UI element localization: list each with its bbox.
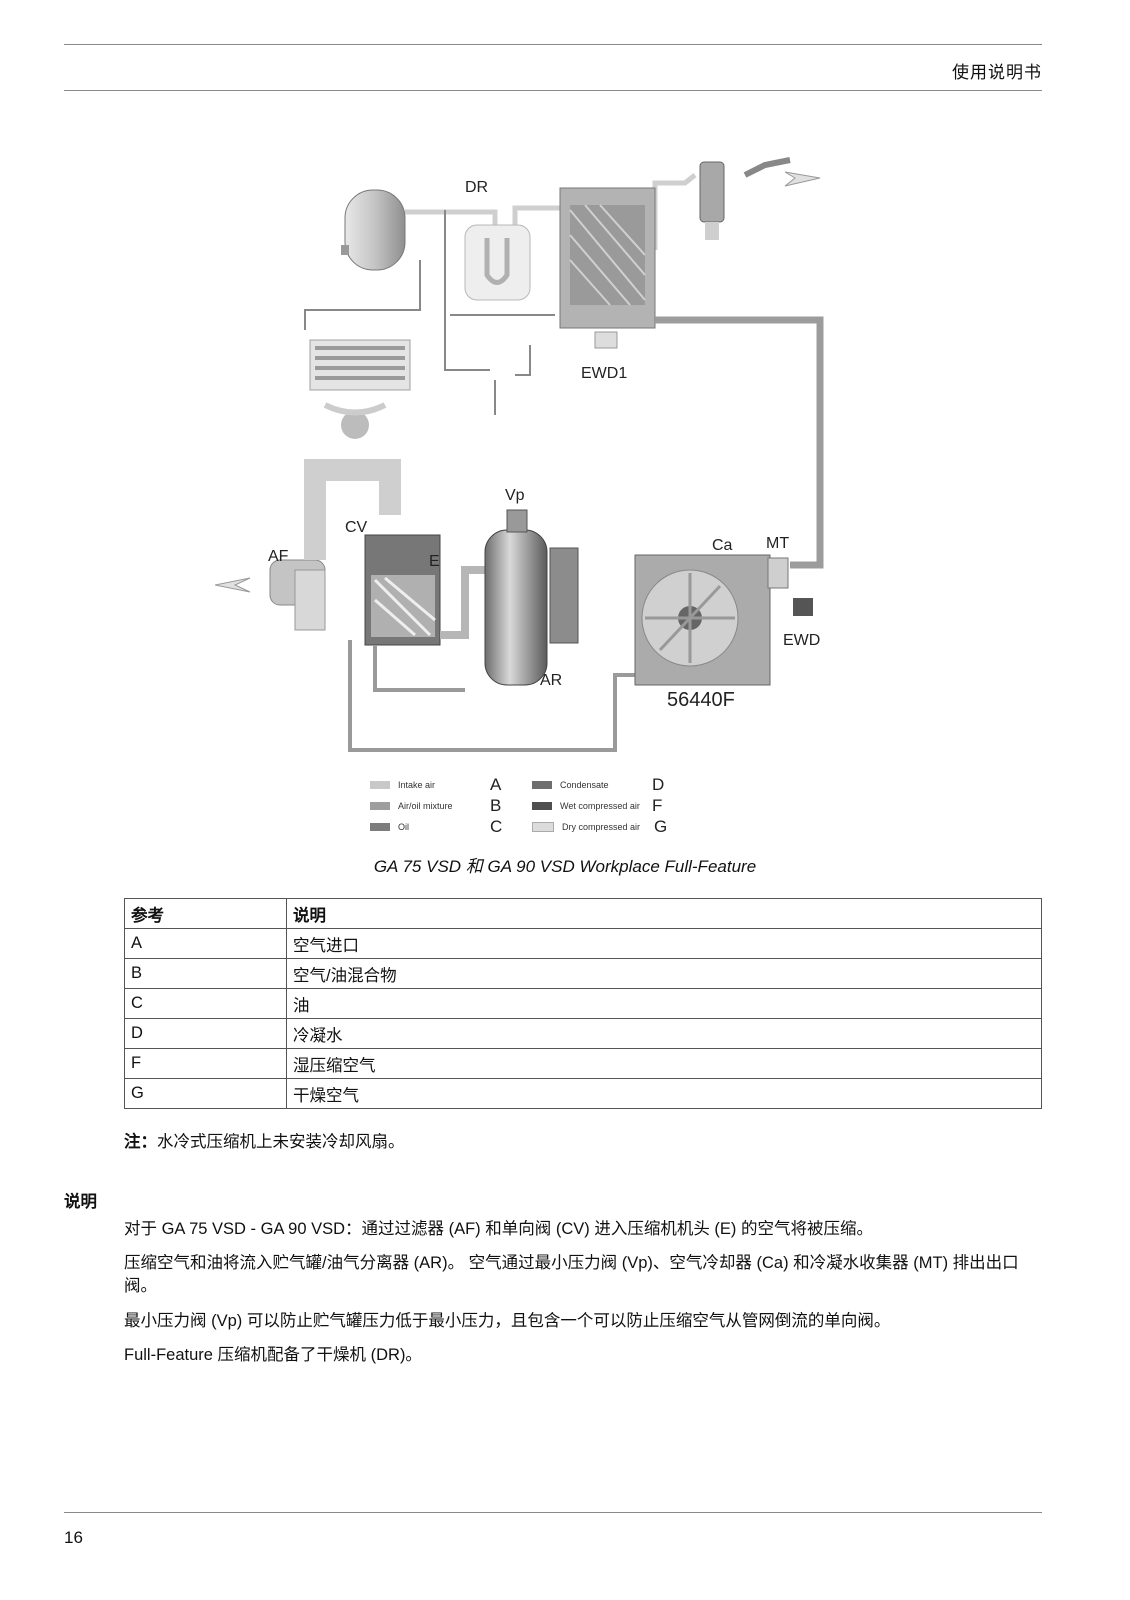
table-cell: C [124,988,287,1019]
legend-letter: F [652,796,663,815]
figure-caption: GA 75 VSD 和 GA 90 VSD Workplace Full-Fea… [373,857,757,876]
label-af: AF [268,548,289,565]
table-row: C 油 [124,988,1042,1019]
legend-swatch [532,802,552,810]
diagram-legend: Intake air A Air/oil mixture B Oil C Con… [370,775,670,837]
legend-item: Intake air A [370,775,501,795]
legend-item: Oil C [370,817,502,837]
refrigerant-condenser [309,339,411,439]
legend-text: Condensate [560,780,609,790]
table-header-row: 参考 说明 [124,898,1042,929]
legend-letter: B [490,796,502,815]
thin-flow-lines [304,210,555,415]
label-mt: MT [766,535,789,552]
table-cell: F [124,1048,287,1079]
legend-text: Oil [398,822,409,832]
legend-letter: A [490,775,502,794]
table-cell: B [124,958,287,989]
compressor-flow-diagram: DR EWD1 Vp CV AF E Ca MT EWD AR 56440F [215,157,824,752]
compressor-element [364,534,441,646]
table-cell: D [124,1018,287,1049]
dryer-unit [464,224,531,301]
legend-letter: G [654,817,668,836]
document-title: 使用说明书 [952,63,1042,82]
figure-id: 56440F [667,689,735,711]
header-top-rule [64,44,1042,45]
label-cv: CV [345,519,368,536]
intake-air-duct [304,459,401,560]
table-cell: 干燥空气 [286,1078,1042,1109]
legend-item: Air/oil mixture B [370,796,501,816]
table-row: F 湿压缩空气 [124,1048,1042,1079]
legend-swatch [532,781,552,789]
table-row: G 干燥空气 [124,1078,1042,1109]
section-heading: 说明 [64,1193,97,1211]
table-row: B 空气/油混合物 [124,958,1042,989]
label-ewd: EWD [783,632,820,649]
heat-exchanger [559,187,656,349]
table-row: D 冷凝水 [124,1018,1042,1049]
legend-letter: C [490,817,503,836]
label-ca: Ca [712,537,733,554]
legend-text: Intake air [398,780,436,790]
table-cell: G [124,1078,287,1109]
footer-rule [64,1512,1042,1513]
legend-swatch [370,802,390,810]
legend-item: Condensate D [532,775,664,795]
label-vp: Vp [505,487,525,504]
legend-item: Dry compressed air G [532,817,667,837]
paragraph: 最小压力阀 (Vp) 可以防止贮气罐压力低于最小压力，且包含一个可以防止压缩空气… [124,1312,891,1330]
table-row: A 空气进口 [124,928,1042,959]
legend-text: Air/oil mixture [398,801,453,811]
paragraph: 压缩空气和油将流入贮气罐/油气分离器 (AR)。 空气通过最小压力阀 (Vp)、… [124,1254,1019,1295]
air-oil-mixture-pipe [440,566,500,639]
diagram-labels: DR EWD1 Vp CV AF E Ca MT EWD AR 56440F [268,179,820,711]
legend-swatch [370,823,390,831]
paragraph: Full-Feature 压缩机配备了干燥机 (DR)。 [124,1346,422,1364]
label-e: E [429,553,440,570]
table-cell: 空气/油混合物 [286,958,1042,989]
dry-air-receiver [341,189,406,271]
legend-swatch [370,781,390,789]
intake-filter [215,559,326,631]
oil-separator-vessel [484,509,579,686]
note-text: 水冷式压缩机上未安装冷却风扇。 [157,1133,405,1151]
table-cell: 冷凝水 [286,1018,1042,1049]
oil-circuit-pipes [348,640,635,752]
label-ar: AR [540,672,562,689]
note: 注：水冷式压缩机上未安装冷却风扇。 [124,1128,405,1152]
legend-letter: D [652,775,665,794]
page-number: 16 [64,1528,83,1547]
table-cell: 油 [286,988,1042,1019]
label-ewd1: EWD1 [581,365,627,382]
air-cooler [634,554,813,686]
table-header-cell: 说明 [286,898,1042,929]
legend-item: Wet compressed air F [532,796,662,816]
reference-table: 参考 说明 A 空气进口 B 空气/油混合物 C 油 D 冷凝水 F 湿压缩空气… [124,898,1042,1109]
paragraph: 对于 GA 75 VSD - GA 90 VSD：通过过滤器 (AF) 和单向阀… [124,1220,873,1238]
outlet-filter [699,157,821,240]
label-dr: DR [465,179,488,196]
table-cell: 空气进口 [286,928,1042,959]
table-cell: A [124,928,287,959]
legend-text: Dry compressed air [562,822,641,832]
header-bottom-rule [64,90,1042,91]
wet-air-return-pipe [655,316,824,569]
note-label: 注： [124,1133,157,1151]
table-cell: 湿压缩空气 [286,1048,1042,1079]
legend-swatch [532,822,554,832]
legend-text: Wet compressed air [560,801,640,811]
table-header-cell: 参考 [124,898,287,929]
